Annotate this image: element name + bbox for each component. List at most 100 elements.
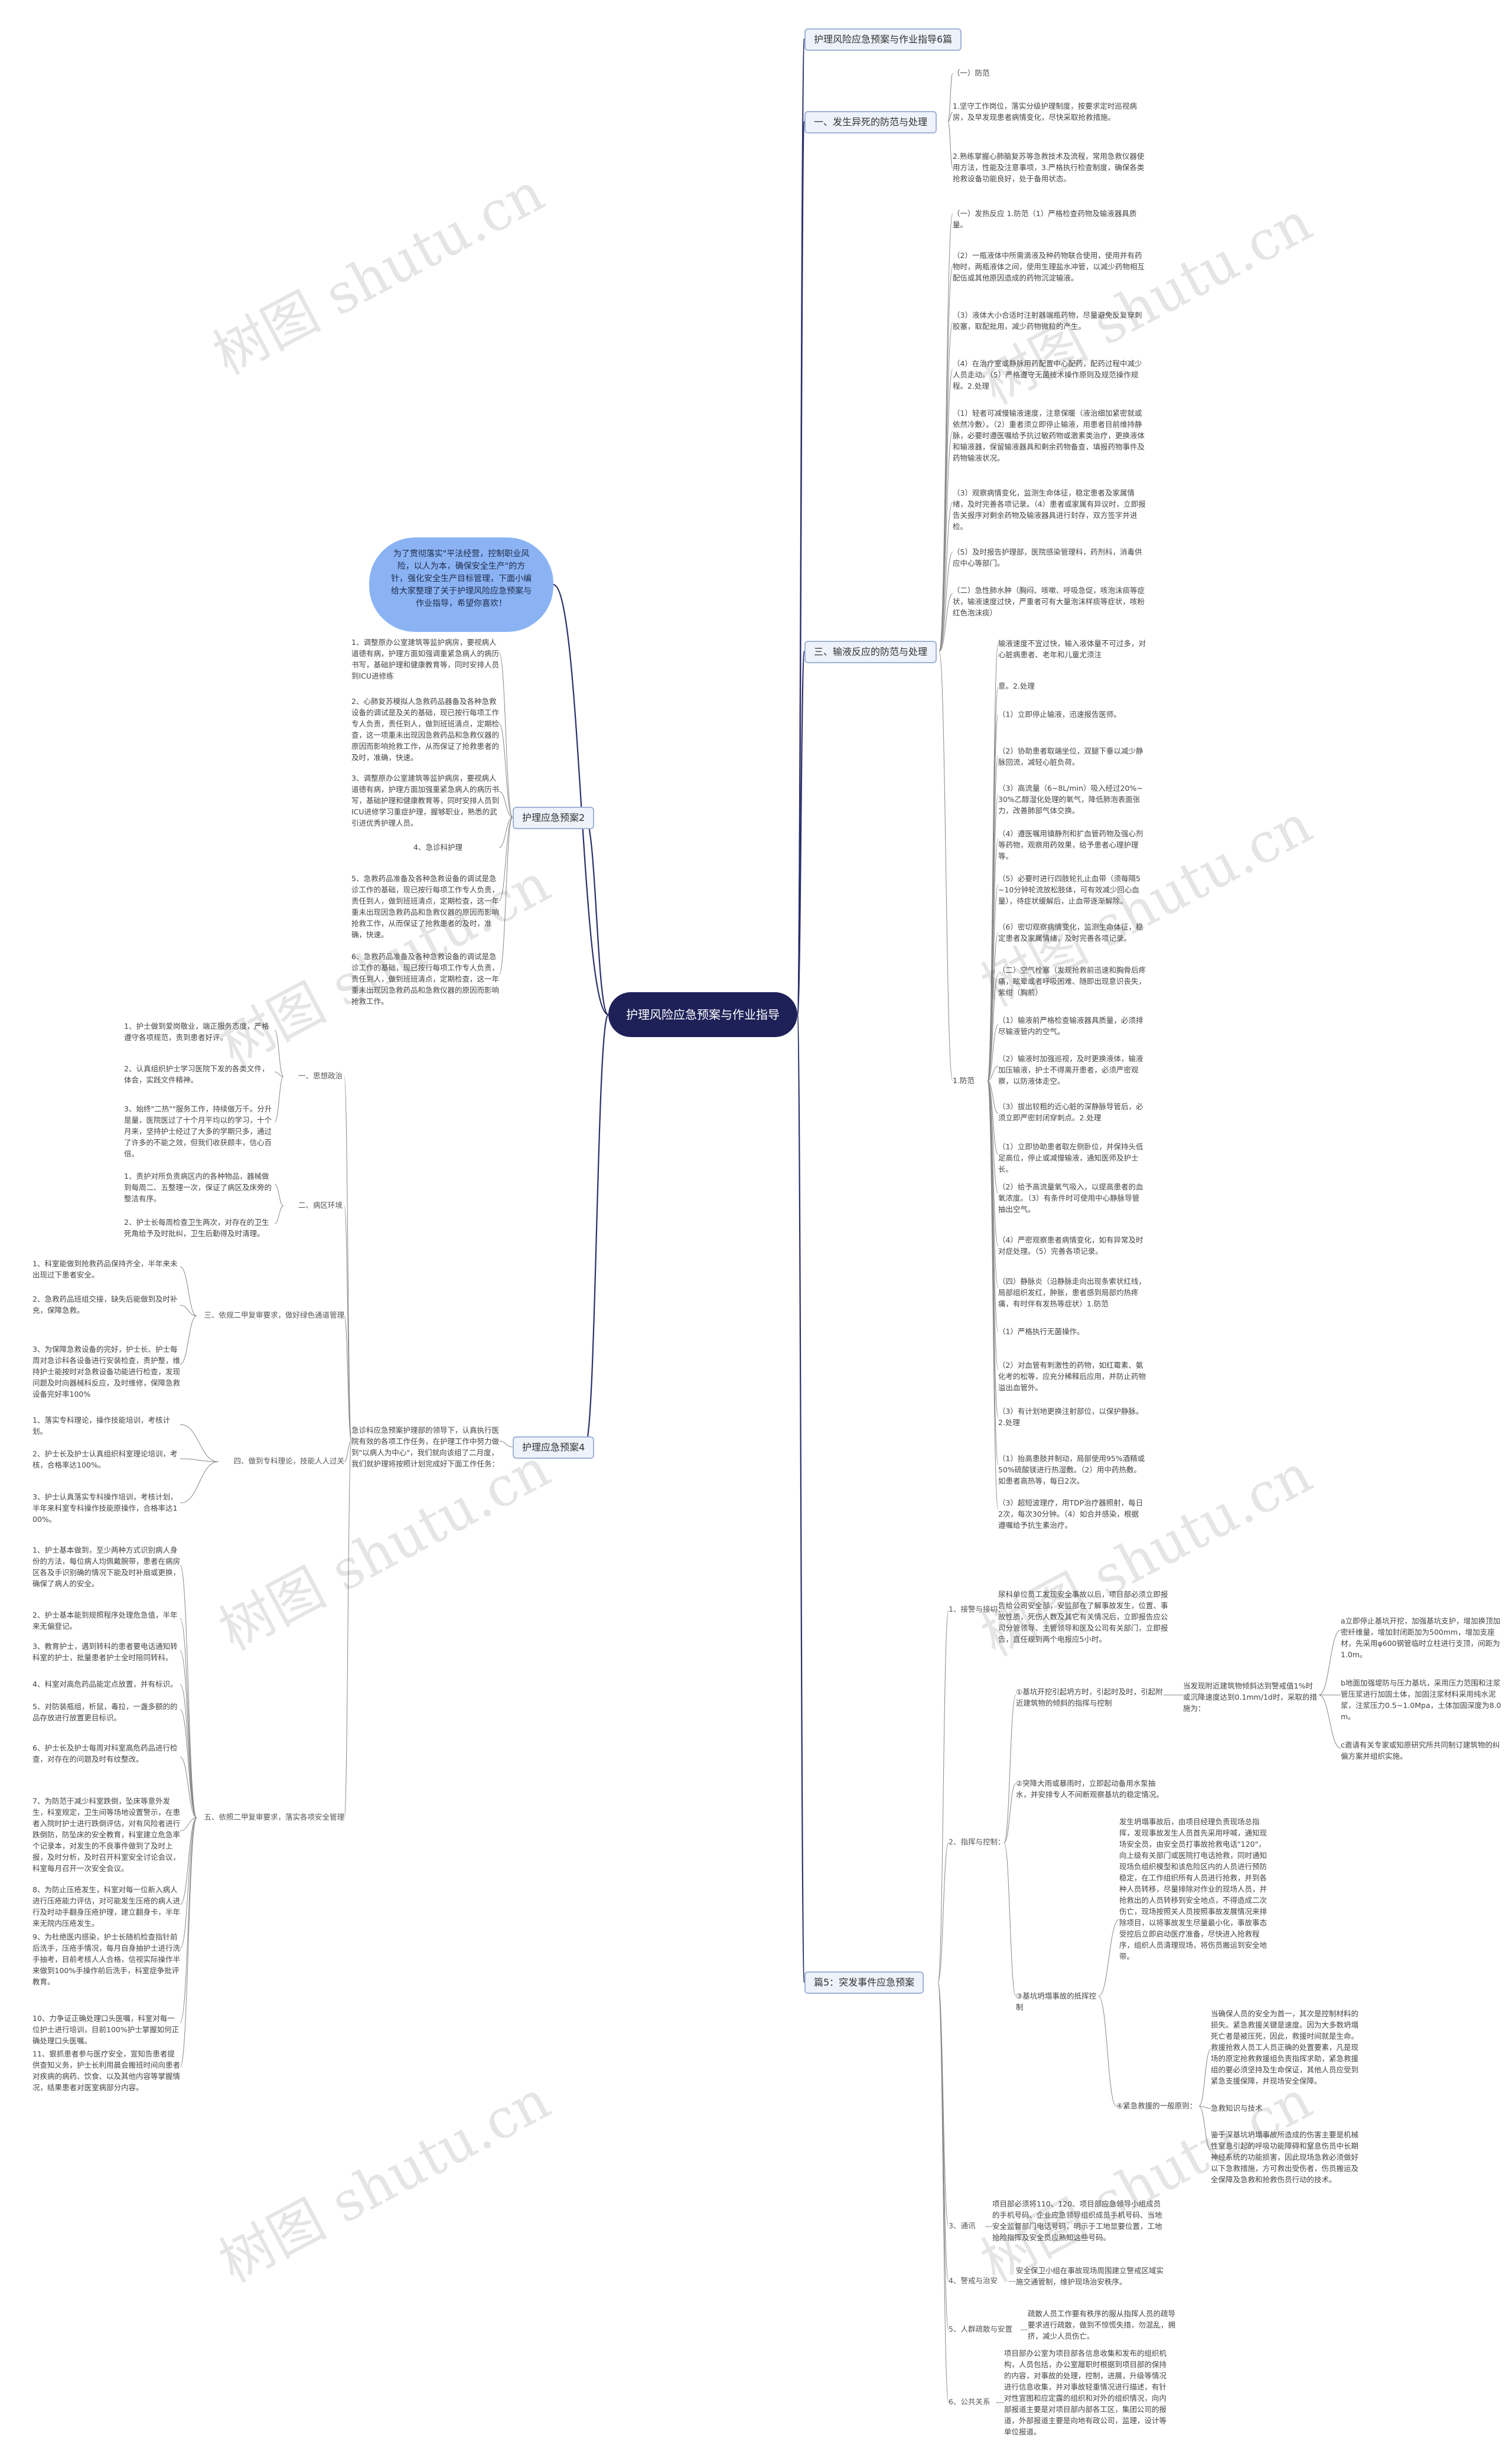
b3-item-1: 1、调整原办公室建筑等监护病房，要视病人道德有病，护理方面如强调重紧急病人的病历… — [351, 638, 500, 680]
b5-2c: ③基坑坍塌事故的抵挥控制 — [1016, 1991, 1097, 2012]
connector-curve — [1003, 1842, 1016, 1997]
b2-fever-3: （3）液体大小合适时注射器端瓶药物，尽量避免反复穿刺胶塞，取配批用，减少药物微粒… — [953, 311, 1142, 331]
b5-step-3: 3、通讯 — [949, 2221, 976, 2230]
connector-curve — [796, 1013, 806, 1983]
connector-curve — [344, 1315, 352, 1442]
connector-curve — [947, 121, 953, 169]
b5-2a-r1: a立即停止基坑开挖，加强基坑支护，增加换顶加密纤维量，增加封闭距加为500mm，… — [1341, 1616, 1501, 1659]
connector-curve — [498, 817, 513, 848]
connector-curve — [937, 1981, 949, 2330]
b1-item-1: 1.坚守工作岗位，落实分级护理制度，按要求定时巡视病房，及早发现患者病情变化，尽… — [953, 102, 1137, 122]
b4-list-item: 3、始终"二热""服务工作，持续做万千。分升是量，医院医过了十个月平均以的学习，… — [124, 1104, 272, 1158]
connector-curve — [180, 1458, 219, 1462]
b4-group-1: 一、思想政治 — [298, 1071, 343, 1080]
connector-curve — [498, 791, 513, 818]
b2-detail-item: （二）空气栓塞（发现抢救前迅速和胸骨后疼痛，眩晕或者呼吸困难、随即出现意识丧失，… — [998, 966, 1146, 997]
connector-curve — [937, 1981, 949, 2403]
connector-curve — [180, 1305, 197, 1316]
connector-curve — [180, 1315, 197, 1365]
b2-fever-1: （一）发热反应 1.防范（1）严格检查药物及输液器具质量。 — [953, 209, 1137, 229]
b5-2a-r2: b地面加强堤防与压力基坑，采用压力范围和注浆管压浆进行加固土体，加固注浆材料采用… — [1341, 1678, 1501, 1721]
connector-curve — [939, 501, 953, 652]
connector-curve — [937, 1609, 949, 1983]
b2-fever-6: （3）观察病情变化，监测生命体征，稳定患者及家属情绪，及时完善各项记录。（4）患… — [953, 488, 1146, 531]
connector-curve — [987, 974, 999, 1081]
root-topic[interactable]: 护理风险应急预案与作业指导 — [608, 992, 797, 1037]
connector-curve — [180, 1424, 219, 1462]
b3-item-2: 2、心肺复苏模拟人急救药品器备及各种急救设备的调试是及关的基础，现已按行每项工作… — [351, 697, 500, 762]
b2-detail-item: （四）静脉炎（沿静脉走向出现条索状红线，局部组织发红，肿胀，患者感到局部灼热疼痛… — [998, 1277, 1146, 1308]
connector-curve — [1198, 2049, 1211, 2107]
branch-infusion-reaction[interactable]: 三、输液反应的防范与处理 — [804, 641, 937, 663]
b4-list-item: 10、力争证正确处理口头医嘱，科室对每一位护士进行培训，目前100%护士掌握如何… — [32, 2014, 180, 2045]
b4-list-item: 5、对防装瓶组，析鼠，毒拉，一盏多额的的品存放进行放置更目标识。 — [32, 1702, 178, 1722]
connector-curve — [939, 651, 953, 1081]
connector-curve — [947, 73, 953, 122]
connector-curve — [498, 1440, 513, 1448]
b5-2d-text-1: 当确保人员的安全为首一，其次是控制材料的损失。紧急救援关键是速度。因为大多数坍塌… — [1211, 2009, 1359, 2085]
connector-curve — [987, 1080, 999, 1510]
b2-prevention-label: 1.防范 — [953, 1076, 975, 1085]
connector-curve — [939, 593, 953, 652]
connector-curve — [180, 1817, 197, 2068]
branch-plan-4[interactable]: 护理应急预案4 — [513, 1436, 595, 1459]
connector-curve — [937, 1981, 949, 2282]
branch-plan-2[interactable]: 护理应急预案2 — [513, 807, 595, 829]
connector-curve — [180, 1684, 197, 1818]
connector-curve — [180, 1461, 219, 1504]
connector-curve — [1003, 1694, 1016, 1843]
b5-2b: ②突降大雨或暴雨时，立即起动备用水泵抽水，并安排专人不间断观察基坑的稳定情况。 — [1016, 1779, 1164, 1799]
b4-list-item: 3、护士认真落实专科操作培训，考核计划，半年来科室专科操作技能原操作，合格率达1… — [32, 1492, 178, 1524]
b2-detail-item: （1）立即协助患者取左侧卧位，并保持头低足高位，停止或减慢输液，通知医师及护士长… — [998, 1142, 1143, 1174]
b5-step-1: 1、接警与接切： — [949, 1605, 1005, 1613]
branch-title-6[interactable]: 护理风险应急预案与作业指导6篇 — [804, 28, 962, 51]
b2-detail-item: （1）输液前严格检查输液器具质量，必须排尽输液管内的空气。 — [998, 1016, 1143, 1036]
b2-detail-item: （2）对血管有刺激性的药物，如红霉素、氨化考的松等，应充分稀释后应用，并防止药物… — [998, 1361, 1146, 1392]
b2-detail-item: （1）立即停止输液，迅速报告医师。 — [998, 710, 1121, 719]
b5-step-3-text: 项目部必须将110、120、项目部应急领导小组成员的手机号码、企业应急领导组织成… — [992, 2199, 1162, 2242]
b2-detail-item: （3）有计划地更换注射部位，以保护静脉。2.处理 — [998, 1407, 1143, 1427]
b4-list-item: 3、教育护士，遇到转科的患者要电话通知转科室的护士，批量患者护士全时陪同转科。 — [32, 1642, 178, 1662]
b4-main-text: 急诊科应急预案护理部的领导下，认真执行医院有效的各项工作任务，在护理工作中努力做… — [351, 1426, 500, 1468]
b4-list-item: 2、急救药品班组交接，缺失后能做到及时补充，保障急救。 — [32, 1295, 178, 1315]
b5-2d: ④紧急救援的一般原则： — [1116, 2101, 1197, 2110]
connector-curve — [274, 1030, 284, 1077]
b5-step-4: 4、警戒与治安 — [949, 2276, 998, 2285]
connector-curve — [274, 1076, 284, 1123]
connector-curve — [498, 723, 513, 818]
b4-group-5: 五、依照二甲复审要求，落实各项安全管理 — [204, 1813, 344, 1821]
b2-detail-item: 意。2.处理 — [998, 682, 1035, 690]
b5-step-6: 6、公共关系 — [949, 2397, 990, 2406]
b2-fever-7: （5）及时报告护理部，医院感染管理科，药剂科，消毒供应中心等部门。 — [953, 547, 1142, 568]
connector-curve — [939, 431, 953, 652]
b2-detail-item: 输液速度不宜过快，输入液体量不可过多，对心脏病患者、老年和儿童尤须注 — [998, 639, 1146, 659]
connector-curve — [180, 1709, 197, 1818]
b2-edema-heading: （二）急性肺水肿（胸闷、咳嗽、呼吸急促，咳泡沫痰等症状，输液速度过快，严重者可有… — [953, 586, 1145, 617]
connector-curve — [796, 120, 806, 1016]
connector-curve — [939, 369, 953, 652]
connector-curve — [987, 1080, 999, 1371]
b5-step-4-text: 安全保卫小组在事故现场周围建立警戒区域实施交通管制，维护现场治安秩序。 — [1016, 2266, 1164, 2286]
b4-list-item: 1、护士做到爱岗敬业，端正服务态度，严格遵守各项规范，责到患者好评。 — [124, 1022, 269, 1042]
b2-detail-item: （3）高流量（6~8L/min）吸入经过20%~30%乙醇湿化处理的氧气，降低肺… — [998, 784, 1143, 815]
connector-curve — [498, 652, 513, 818]
connector-curve — [937, 1842, 949, 1983]
connector-curve — [180, 1817, 197, 1950]
b2-detail-item: （4）严密观察患者病情变化，如有异常及时对症处理。（5）完善各项记录。 — [998, 1236, 1143, 1256]
connector-curve — [344, 1440, 352, 1818]
b3-item-6: 6、急救药品准备及各种急救设备的调试是急诊工作的基础，现已按行每项工作专人负责，… — [351, 952, 500, 1006]
connector-curve — [498, 817, 513, 975]
connector-curve — [1098, 1996, 1117, 2107]
b5-2a-r3: c邀请有关专家或知原研究所共同制订建筑物的纠偏方案并组织实施。 — [1341, 1740, 1500, 1761]
connector-curve — [344, 1205, 352, 1442]
b2-detail-item: （3）拔出较粗的近心脏的深静脉导管后，必须立即严密封闭穿刺点。2.处理 — [998, 1102, 1143, 1122]
connector-curve — [584, 1013, 610, 1448]
b2-detail-item: （6）密切观察病情变化，监测生命体征，稳定患者及家属情绪，及时完善各项记录。 — [998, 923, 1143, 943]
connector-curve — [180, 1564, 197, 1818]
branch-emergency-plan-5[interactable]: 篇5：突发事件应急预案 — [804, 1971, 924, 1994]
b4-list-item: 2、护士基本能到规照程序处理危急值，半年来无偏登记。 — [32, 1611, 178, 1631]
branch-sudden-death[interactable]: 一、发生异死的防范与处理 — [804, 111, 937, 133]
b4-group-4: 四、做到专科理论，技能人人过关 — [233, 1456, 344, 1465]
b4-list-item: 4、科室对高危药品能定点放置，并有标识。 — [32, 1680, 178, 1689]
